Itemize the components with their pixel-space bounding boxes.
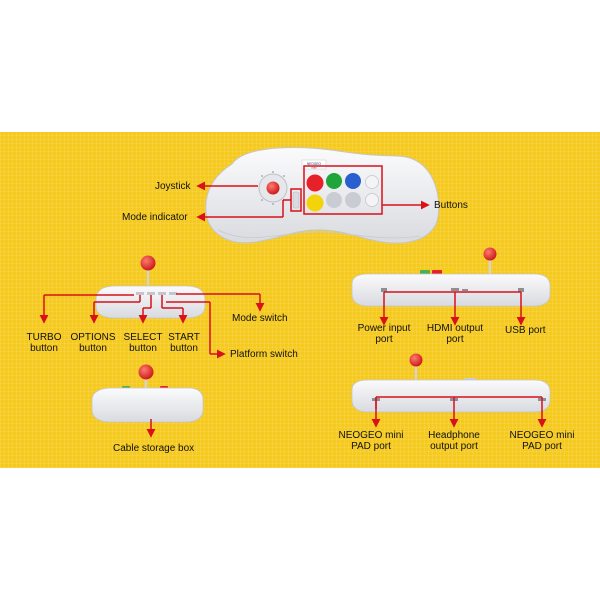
arcade-stick-top-view-icon: NEOGEO mini: [205, 147, 440, 244]
buttons-label: Buttons: [434, 200, 468, 211]
diagram-panel: NEOGEO mini: [0, 132, 600, 468]
joystick-label: Joystick: [155, 181, 191, 192]
arcade-stick-rear-view-icon: [351, 247, 551, 307]
mode-indicator-label: Mode indicator: [122, 212, 188, 223]
usb-port-label: USB port: [505, 325, 546, 336]
platform-switch-label: Platform switch: [230, 349, 298, 360]
logo-text-bottom: mini: [311, 165, 317, 169]
arcade-stick-bottom-view-icon: [351, 353, 551, 413]
cable-storage-box-label: Cable storage box: [113, 443, 195, 454]
mode-switch-label: Mode switch: [232, 313, 288, 324]
logo-text-top: NEOGEO: [307, 162, 322, 166]
button-gray-icon: [345, 192, 361, 208]
mode-indicator-icon: [292, 191, 300, 209]
button-gray-icon: [326, 192, 342, 208]
button-green-icon: [326, 173, 342, 189]
button-red-icon: [306, 174, 324, 192]
joystick-ball-icon: [266, 181, 280, 195]
controller-illustration: NEOGEO mini: [39, 147, 551, 438]
button-blue-icon: [345, 173, 361, 189]
button-white-icon: [365, 175, 379, 189]
button-white-icon: [365, 193, 379, 207]
button-yellow-icon: [306, 194, 324, 212]
arcade-stick-side-view-icon: [91, 364, 204, 423]
